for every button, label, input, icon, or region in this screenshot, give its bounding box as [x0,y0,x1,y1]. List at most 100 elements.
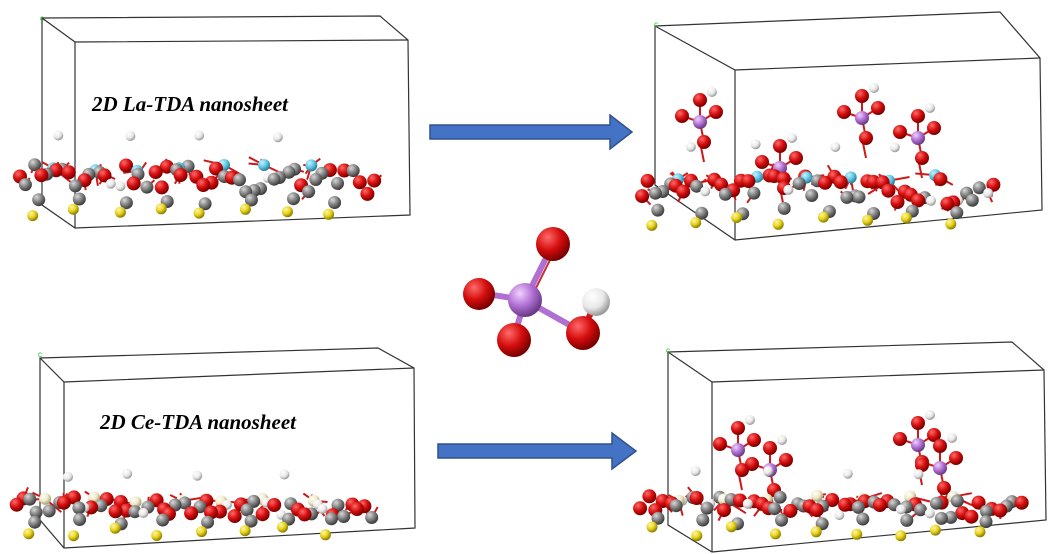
sulfur-atom [109,522,121,534]
unit-cell-box [667,341,1047,553]
carbon-atom [42,504,56,518]
hydrogen-atom [700,186,711,197]
h2aso4-molecule-icon [463,227,610,357]
carbon-atom [198,197,212,211]
hydrogen-atom [783,184,794,195]
carbon-atom [267,172,281,186]
carbon-atom [68,179,82,193]
carbon-atom [852,190,866,204]
sulfur-atom [770,528,781,540]
oxygen-atom [986,177,1001,192]
oxygen-atom [773,139,787,153]
oxygen-atom [34,168,49,183]
oxygen-atom [350,502,365,516]
carbon-atom [840,190,854,204]
oxygen-atom [779,453,793,467]
carbon-atom [128,505,142,519]
oxygen-atom [184,506,199,521]
lanthanum-atom [844,171,857,184]
ce-tda-nanosheet-structure [9,468,379,542]
carbon-atom [792,177,806,190]
carbon-atom [950,206,964,220]
oxygen-atom [818,175,833,190]
oxygen-atom [676,184,691,199]
unit-cell-box [41,15,411,229]
carbon-atom [773,490,787,504]
carbon-atom [965,193,979,207]
oxygen-atom [675,109,689,123]
oxygen-atom [267,498,282,512]
hydrogen-atom [122,468,133,479]
carbon-atom [156,513,170,527]
axis-c-label: c [40,14,44,23]
oxygen-atom [783,503,798,518]
oxygen-atom [927,428,941,442]
oxygen-atom [697,135,711,149]
arsenic-atom [911,438,925,452]
carbon-atom [324,512,338,526]
oxygen-atom [872,498,887,513]
hydrogen-atom [690,466,701,477]
carbon-atom [240,503,254,517]
oxygen-atom [964,509,979,524]
cerium-atom [39,492,52,505]
sulfur-atom [114,206,126,218]
hydrogen-atom [138,508,149,518]
carbon-atom [302,185,316,199]
sulfur-atom [27,210,39,222]
oxygen-atom [633,501,648,516]
lanthanum-atom [258,159,270,171]
oxygen-atom [566,316,600,350]
oxygen-atom [713,437,727,451]
hydrogen-atom [194,130,205,141]
sulfur-atom [67,203,79,215]
hydrogen-atom [787,133,797,143]
hydrogen-atom [192,470,203,481]
sulfur-atom [691,530,703,542]
hydrogen-atom [983,188,994,199]
oxygen-atom [61,165,76,180]
oxygen-atom [367,173,382,188]
oxygen-atom [838,497,852,512]
cerium-atom [129,496,142,509]
oxygen-atom [911,109,925,123]
sulfur-atom [323,208,335,220]
hydrogen-atom [896,504,906,515]
carbon-atom [695,206,709,220]
hydrogen-atom [317,503,328,514]
hydrogen-atom [279,469,290,480]
oxygen-atom [809,503,824,518]
oxygen-atom [915,151,929,165]
oxygen-atom [717,503,731,518]
carbon-atom [950,494,964,508]
hydrogen-atom [830,142,841,152]
sulfur-atom [810,526,822,538]
oxygen-atom [859,131,873,145]
sulfur-atom [282,206,293,218]
carbon-atom [178,496,192,510]
carbon-atom [979,515,993,529]
carbon-atom [23,492,37,506]
oxygen-atom [9,497,24,512]
carbon-atom [337,510,351,523]
sulfur-atom [817,211,829,223]
oxygen-atom [297,507,312,522]
carbon-atom [944,510,958,524]
carbon-atom [669,499,683,513]
oxygen-atom [731,421,745,435]
oxygen-atom [927,121,941,135]
hydrogen-atom [834,510,845,521]
sulfur-atom [23,528,35,540]
hydrogen-atom [63,471,73,482]
oxygen-atom [1014,495,1029,510]
oxygen-atom [971,495,986,510]
carbon-atom [28,515,42,529]
sulfur-atom [193,207,205,219]
carbon-atom [747,186,761,200]
arsenic-atom [855,111,869,125]
oxygen-atom [709,105,723,119]
sulfur-atom [731,212,743,223]
hydrogen-atom [925,410,935,420]
sulfur-atom [239,525,251,537]
